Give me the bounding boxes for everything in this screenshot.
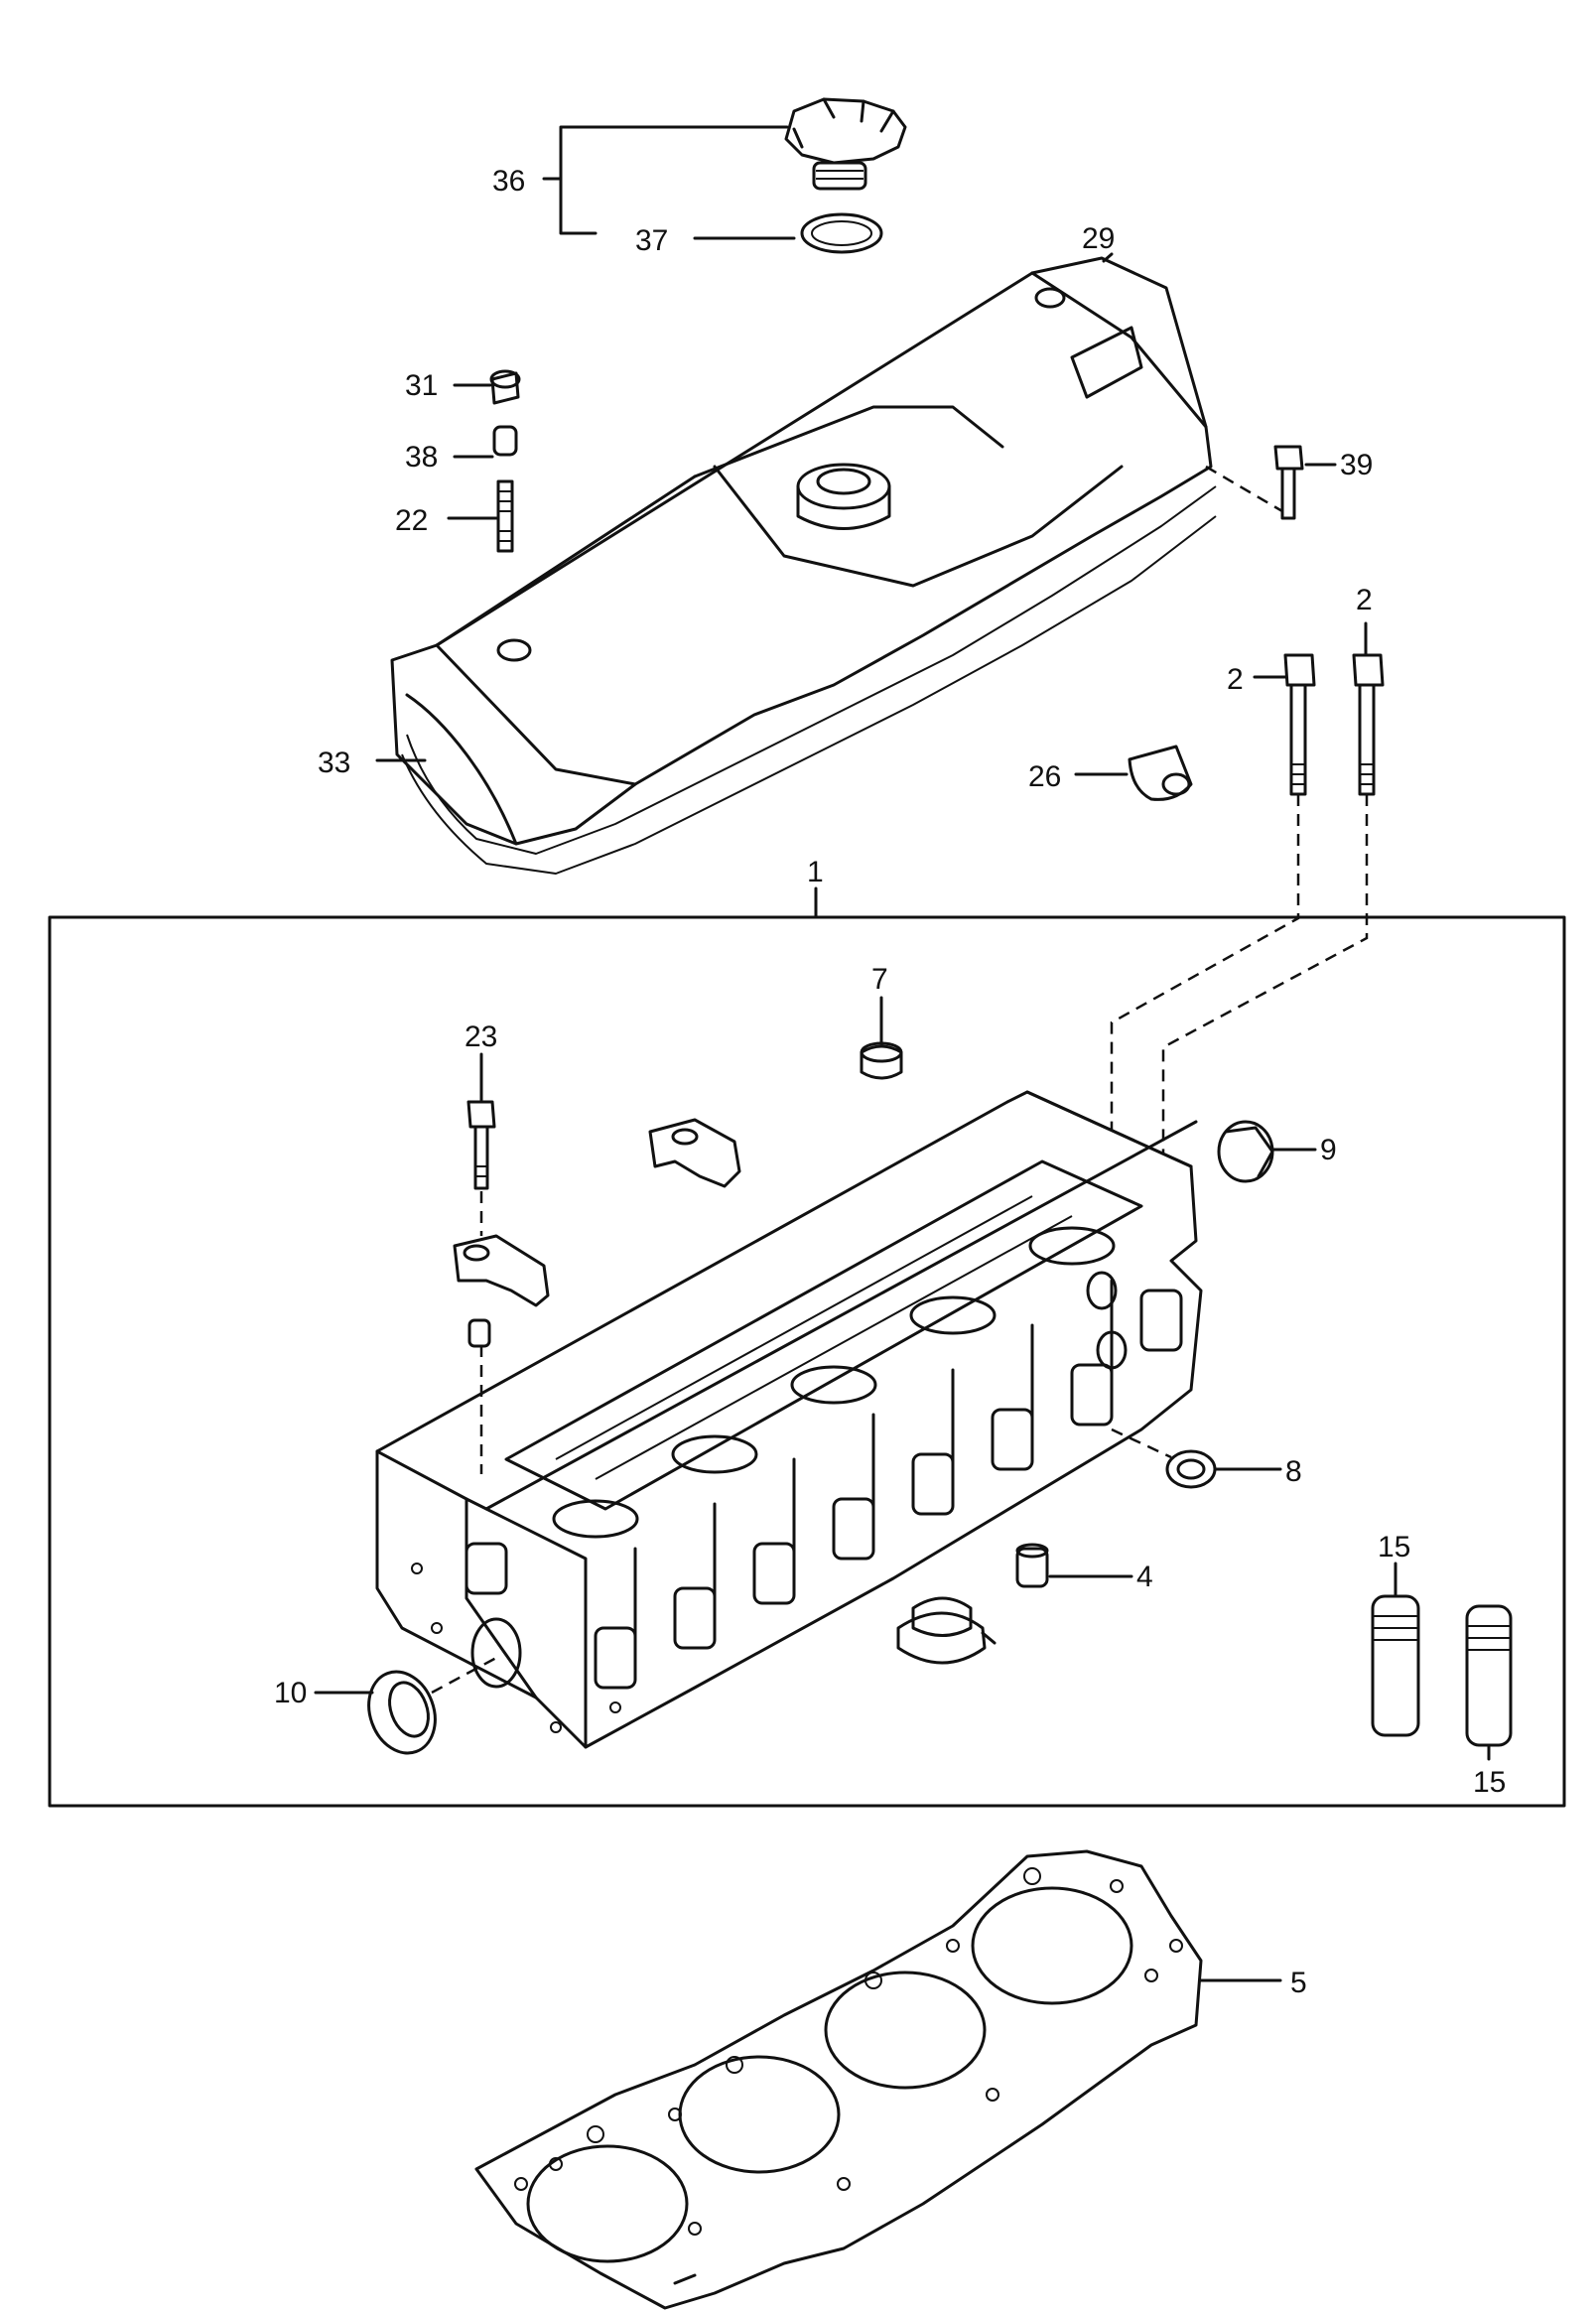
callout-29: 29 — [1082, 222, 1115, 255]
plug-with-clip — [896, 1596, 997, 1665]
valve-guide-right — [1465, 1604, 1513, 1747]
callout-15b: 15 — [1473, 1766, 1506, 1799]
seal-guide — [1111, 1428, 1172, 1459]
oil-seal-guide — [431, 1656, 497, 1695]
callout-15a: 15 — [1378, 1531, 1410, 1564]
head-bolt-right — [1352, 653, 1385, 796]
callout-26: 26 — [1028, 760, 1061, 793]
cap-nut — [489, 369, 521, 405]
cover-bolt — [1273, 445, 1304, 520]
cylinder-head-assembly-frame — [48, 915, 1566, 1808]
callout-39: 39 — [1340, 449, 1373, 481]
cap-bolt — [466, 1100, 496, 1190]
dowel-pin — [467, 1318, 491, 1348]
callout-9: 9 — [1320, 1134, 1337, 1166]
callout-37: 37 — [635, 224, 668, 257]
rubber-bushing — [492, 425, 518, 457]
head-bolt-left-guide — [1110, 794, 1300, 1251]
valve-cover — [390, 256, 1217, 875]
cover-stud — [496, 479, 514, 553]
callout-36: 36 — [492, 165, 525, 198]
callout-31: 31 — [405, 369, 438, 402]
expansion-plug-side — [1217, 1120, 1274, 1183]
locating-dowel — [1015, 1543, 1049, 1588]
camshaft-bearing-cap-lower — [453, 1234, 550, 1307]
oil-seal-ring — [367, 1670, 437, 1755]
oil-filler-cap — [784, 97, 907, 191]
expansion-plug-top — [860, 1041, 903, 1080]
callout-33: 33 — [318, 747, 350, 779]
callout-4: 4 — [1136, 1561, 1153, 1593]
callout-5: 5 — [1290, 1967, 1307, 1999]
callout-1: 1 — [807, 856, 824, 888]
callout-10: 10 — [274, 1677, 307, 1709]
callout-29-leader — [1102, 252, 1114, 263]
callout-2a: 2 — [1227, 663, 1244, 696]
filler-cap-seal-ring — [800, 212, 883, 254]
half-moon-plug — [1128, 745, 1193, 801]
callout-22: 22 — [395, 504, 428, 537]
valve-guide-left — [1371, 1594, 1420, 1737]
callout-38: 38 — [405, 441, 438, 474]
callout-8: 8 — [1285, 1455, 1302, 1488]
callout-7: 7 — [871, 963, 888, 996]
callout-2b: 2 — [1356, 584, 1373, 616]
callout-23: 23 — [465, 1020, 497, 1053]
head-bolt-left — [1283, 653, 1316, 796]
camshaft-plug-seal — [1165, 1449, 1217, 1489]
callout-36-bracket — [542, 125, 796, 240]
cylinder-head-gasket — [474, 1849, 1203, 2310]
cylinder-head — [375, 1090, 1203, 1749]
cover-bolt-guide-line — [1205, 465, 1283, 513]
camshaft-bearing-cap-upper — [648, 1118, 741, 1188]
